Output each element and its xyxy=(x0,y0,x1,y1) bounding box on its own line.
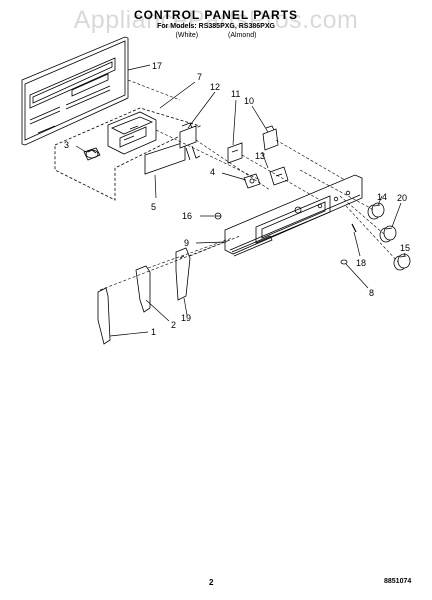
color-variants: (White) (Almond) xyxy=(0,32,432,39)
callout-18: 18 xyxy=(356,258,366,268)
part-knob-15 xyxy=(393,253,411,271)
callout-7: 7 xyxy=(197,72,202,82)
part-thermostat-switch xyxy=(262,125,279,151)
part-clock-bracket xyxy=(107,111,157,155)
callout-16: 16 xyxy=(182,211,192,221)
part-end-bracket-right xyxy=(175,247,191,301)
part-end-bracket-left xyxy=(97,287,111,345)
callout-19: 19 xyxy=(181,313,191,323)
figure-code: 8851074 xyxy=(384,578,412,585)
callout-5: 5 xyxy=(151,202,156,212)
variant-almond: (Almond) xyxy=(228,32,257,39)
leader-lines xyxy=(75,64,406,337)
part-knob-20 xyxy=(379,225,397,243)
assembly-lines xyxy=(99,79,399,291)
part-overlay-plate xyxy=(144,141,186,175)
model-subtitle: For Models: RS385PXG, RS386PXG xyxy=(157,23,275,30)
part-end-bracket-middle xyxy=(135,265,151,313)
part-switch xyxy=(179,122,201,161)
callout-1: 1 xyxy=(151,327,156,337)
part-control-panel xyxy=(224,174,363,257)
page-number: 2 xyxy=(209,578,214,587)
part-clock-knob xyxy=(83,147,101,161)
callout-labels: 17 7 12 11 10 3 13 4 5 14 20 16 15 9 18 … xyxy=(64,61,410,337)
part-knob-14 xyxy=(367,202,385,220)
variant-white: (White) xyxy=(175,32,199,39)
callout-4: 4 xyxy=(210,167,215,177)
callout-14: 14 xyxy=(377,192,387,202)
callout-20: 20 xyxy=(397,193,407,203)
part-relay xyxy=(227,142,243,164)
callout-8: 8 xyxy=(369,288,374,298)
callout-13: 13 xyxy=(255,151,265,161)
callout-3: 3 xyxy=(64,140,69,150)
part-pin-8 xyxy=(340,259,348,265)
part-wire-connector xyxy=(243,173,261,189)
callout-2: 2 xyxy=(171,320,176,330)
callout-10: 10 xyxy=(244,96,254,106)
page-title: CONTROL PANEL PARTS xyxy=(133,8,299,22)
part-mounting-clip xyxy=(214,212,222,220)
callout-11: 11 xyxy=(231,89,240,99)
callout-15: 15 xyxy=(400,243,410,253)
part-console-panel xyxy=(21,36,129,146)
callout-12: 12 xyxy=(210,82,220,92)
clock-assembly-outline xyxy=(54,107,202,201)
callout-17: 17 xyxy=(152,61,162,71)
callout-9: 9 xyxy=(184,238,189,248)
part-spring-18 xyxy=(351,223,357,233)
